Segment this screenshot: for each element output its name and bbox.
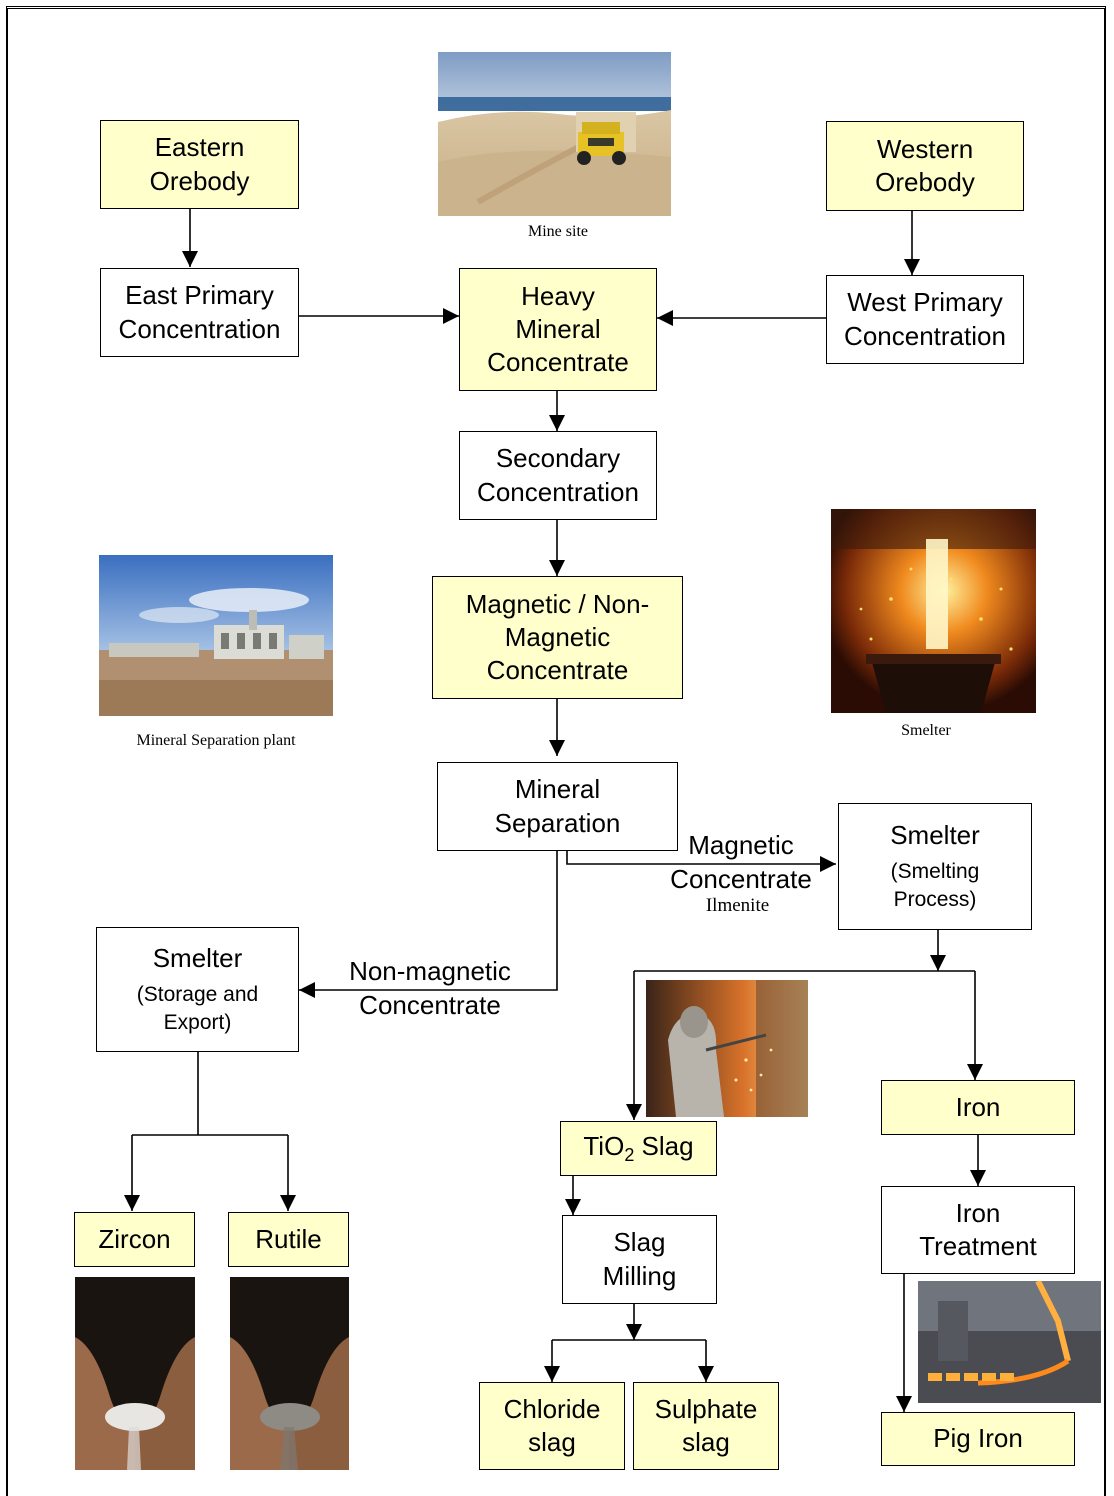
- west-primary-line-2: Concentration: [844, 320, 1006, 351]
- chloride-slag-node: Chloride slag: [479, 1382, 625, 1470]
- secondary-line-1: Secondary: [495, 443, 621, 474]
- rutile-label: Rutile: [255, 1223, 322, 1254]
- secondary-concentration-node: Secondary Concentration: [459, 431, 657, 520]
- slag-milling-node: Slag Milling: [562, 1215, 717, 1304]
- iron-treatment-line-1: Iron: [955, 1197, 1001, 1228]
- eastern-orebody-line-2: Orebody: [149, 165, 250, 196]
- mine-site-caption: Mine site: [528, 223, 588, 240]
- pig-iron-casting-photo: [918, 1281, 1101, 1403]
- non-magnetic-label-line-2: Concentrate: [359, 989, 501, 1020]
- east-primary-line-1: East Primary: [125, 280, 274, 311]
- chloride-slag-line-2: slag: [528, 1427, 576, 1457]
- heavy-mineral-line-2: Mineral: [515, 313, 601, 344]
- mineral-separation-plant-caption: Mineral Separation plant: [136, 732, 296, 749]
- pig-iron-label: Pig Iron: [933, 1423, 1023, 1454]
- pig-iron-node: Pig Iron: [881, 1412, 1075, 1466]
- smelter-storage-export-node: Smelter (Storage and Export): [96, 927, 299, 1052]
- smelter-caption: Smelter: [901, 722, 951, 739]
- west-primary-concentration-node: West Primary Concentration: [826, 275, 1024, 364]
- ilmenite-edge-label: Ilmenite: [705, 895, 770, 916]
- east-primary-line-2: Concentration: [118, 313, 281, 344]
- magnetic-nonmagnetic-line-3: Concentrate: [486, 655, 629, 686]
- tio2-slag-post: Slag: [634, 1130, 694, 1161]
- tio2-slag-subscript: 2: [624, 1144, 635, 1165]
- rutile-node: Rutile: [228, 1212, 349, 1267]
- slag-milling-line-2: Milling: [602, 1260, 677, 1291]
- magnetic-label-line-1: Magnetic: [688, 830, 794, 860]
- sulphate-slag-node: Sulphate slag: [633, 1382, 779, 1470]
- chloride-slag-line-1: Chloride: [503, 1393, 601, 1424]
- heavy-mineral-concentrate-node: Heavy Mineral Concentrate: [459, 268, 657, 391]
- iron-treatment-line-2: Treatment: [919, 1231, 1037, 1261]
- smelter-process-sub-2: Process): [893, 888, 977, 912]
- eastern-orebody-line-1: Eastern: [154, 132, 245, 163]
- smelter-process-sub-1: (Smelting: [890, 859, 980, 883]
- iron-label: Iron: [955, 1091, 1001, 1122]
- tio2-slag-node: TiO2 Slag: [560, 1121, 717, 1176]
- zircon-label: Zircon: [98, 1223, 171, 1254]
- smelter-storage-sub-1: (Storage and: [136, 982, 259, 1006]
- iron-node: Iron: [881, 1080, 1075, 1135]
- mineral-separation-line-2: Separation: [494, 807, 621, 838]
- east-primary-concentration-node: East Primary Concentration: [100, 268, 299, 357]
- iron-treatment-node: Iron Treatment: [881, 1186, 1075, 1274]
- smelter-process-title: Smelter: [890, 819, 980, 850]
- mineral-separation-line-1: Mineral: [514, 774, 601, 805]
- eastern-orebody-node: Eastern Orebody: [100, 120, 299, 209]
- zircon-node: Zircon: [74, 1212, 195, 1267]
- secondary-line-2: Concentration: [477, 476, 639, 507]
- page-frame: [6, 6, 1106, 1496]
- smelter-smelting-process-node: Smelter (Smelting Process): [838, 803, 1032, 930]
- smelter-storage-sub-2: Export): [163, 1011, 232, 1035]
- magnetic-nonmagnetic-line-2: Magnetic: [504, 621, 611, 652]
- magnetic-nonmagnetic-concentrate-node: Magnetic / Non- Magnetic Concentrate: [432, 576, 683, 699]
- heavy-mineral-line-1: Heavy: [521, 280, 595, 311]
- west-primary-line-1: West Primary: [847, 287, 1003, 318]
- rutile-sand-hands-photo: [230, 1277, 349, 1470]
- smelter-storage-title: Smelter: [152, 942, 243, 973]
- non-magnetic-label-line-1: Non-magnetic: [349, 956, 511, 986]
- western-orebody-node: Western Orebody: [826, 121, 1024, 211]
- non-magnetic-concentrate-edge-label: Non-magnetic Concentrate: [340, 955, 520, 1023]
- mine-site-photo: [438, 52, 671, 216]
- western-orebody-line-1: Western: [876, 133, 974, 164]
- sulphate-slag-line-2: slag: [682, 1427, 730, 1457]
- haul-truck-icon: [577, 122, 626, 165]
- magnetic-concentrate-edge-label: Magnetic Concentrate: [666, 829, 816, 897]
- tio2-slag-label: TiO2 Slag: [583, 1130, 693, 1167]
- magnetic-label-line-2: Concentrate: [670, 863, 812, 894]
- slag-milling-line-1: Slag: [613, 1227, 666, 1258]
- mineral-separation-node: Mineral Separation: [437, 762, 678, 851]
- zircon-sand-hands-photo: [75, 1277, 195, 1470]
- sulphate-slag-line-1: Sulphate: [654, 1393, 758, 1424]
- smelter-photo: [831, 509, 1036, 713]
- western-orebody-line-2: Orebody: [875, 167, 975, 197]
- tio2-slag-pre: TiO: [583, 1130, 625, 1161]
- heavy-mineral-line-3: Concentrate: [487, 347, 629, 378]
- mineral-separation-plant-photo: [99, 555, 333, 716]
- furnace-worker-photo: [646, 980, 808, 1117]
- magnetic-nonmagnetic-line-1: Magnetic / Non-: [465, 588, 650, 619]
